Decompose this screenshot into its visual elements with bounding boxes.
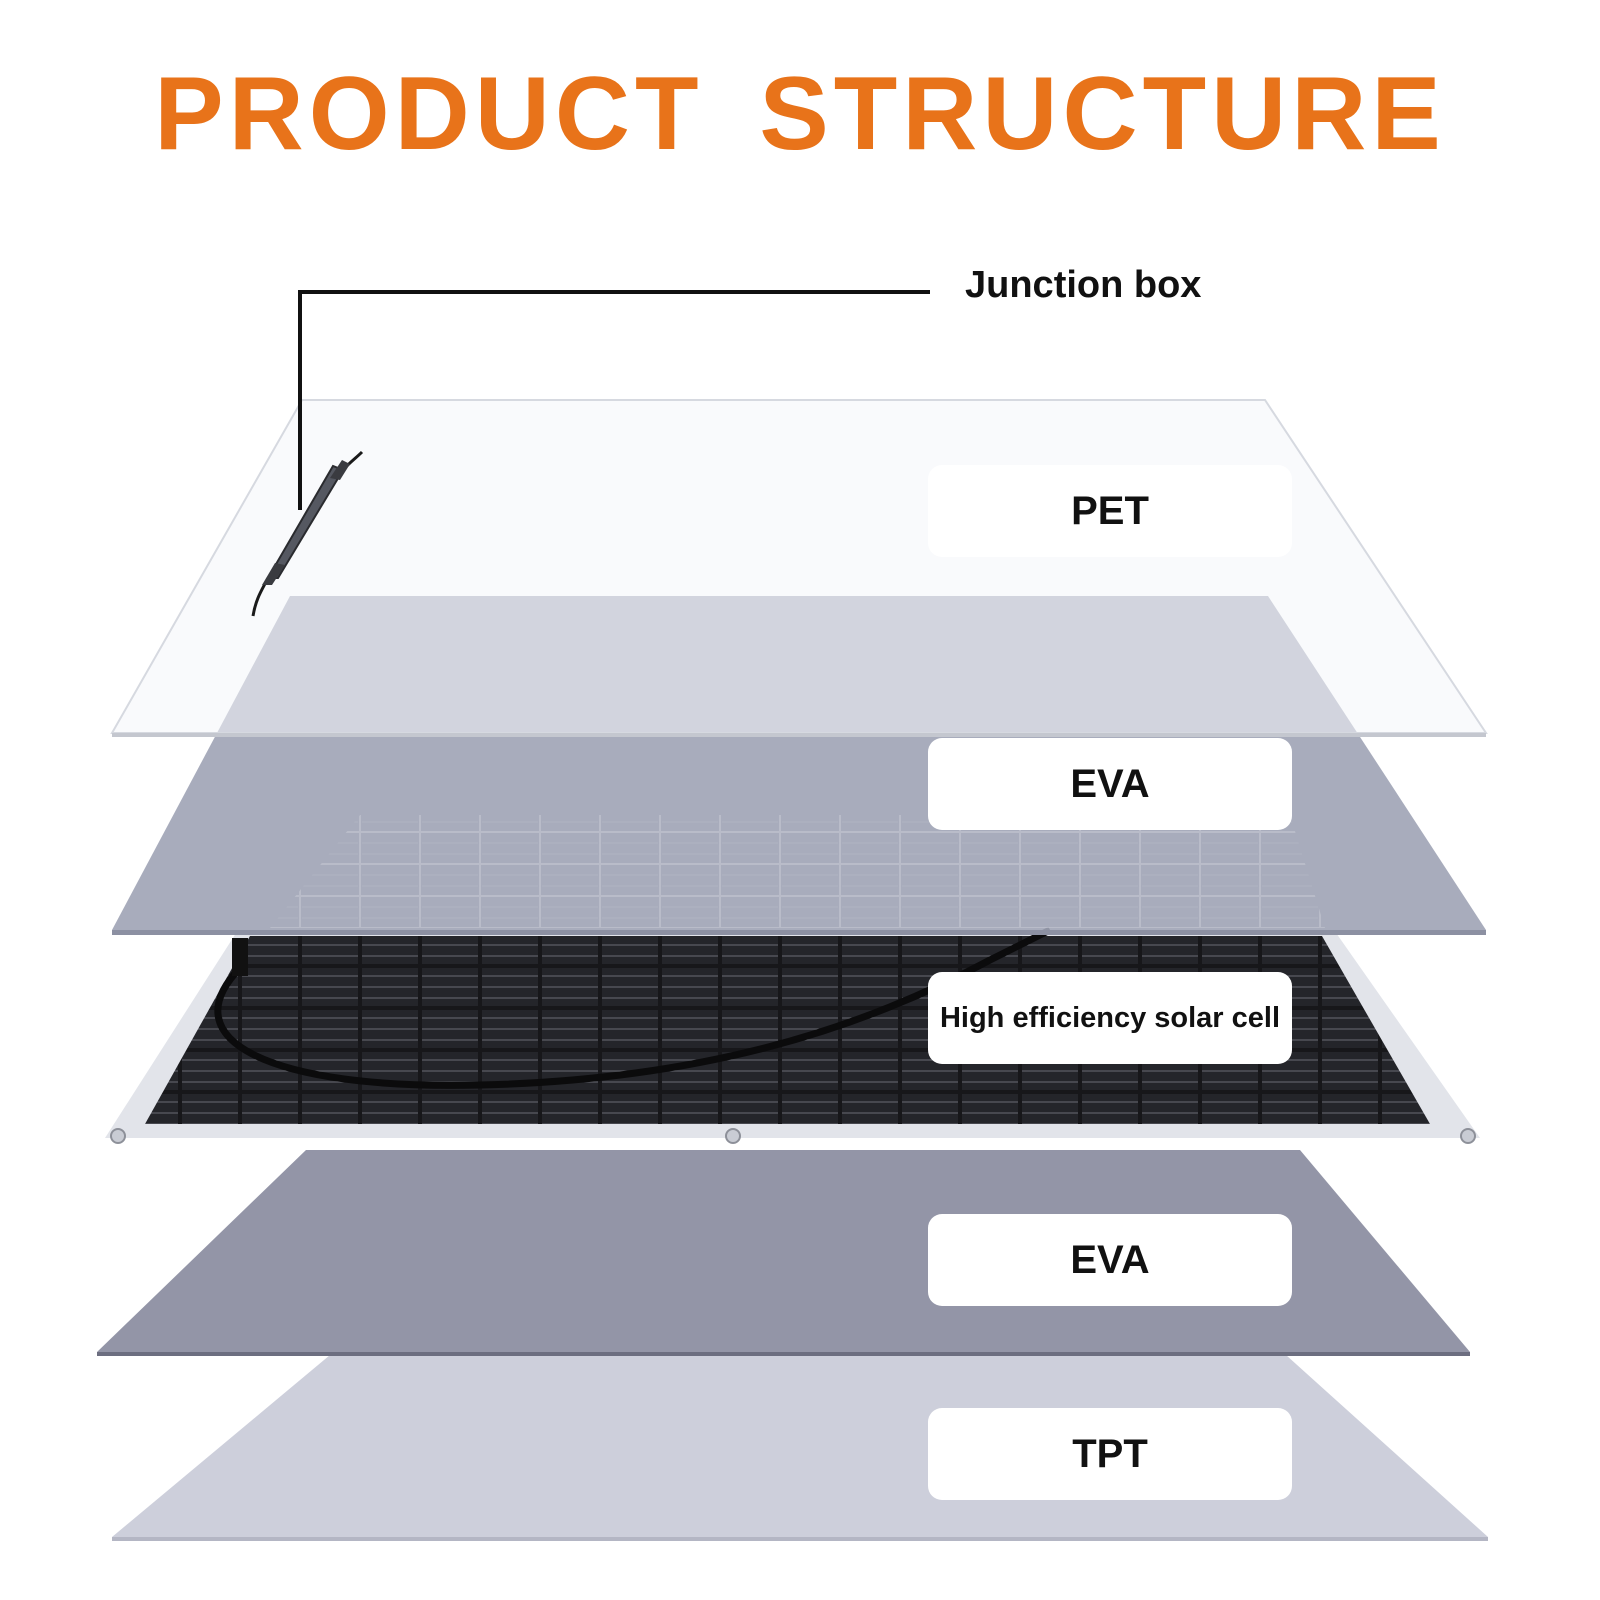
pet-sheet [110, 399, 1488, 734]
junction-box-icon [251, 450, 364, 617]
panel-cable [214, 926, 1052, 1089]
pet-label: PET [928, 465, 1292, 557]
tpt-label: TPT [928, 1408, 1292, 1500]
pet-layer [110, 399, 1488, 737]
page-title: PRODUCT STRUCTURE [154, 56, 1446, 172]
eva-bottom-label: EVA [928, 1214, 1292, 1306]
eva-top-label: EVA [928, 738, 1292, 830]
cell-pattern-through-eva [270, 815, 1325, 928]
solar-cell-label: High efficiency solar cell [928, 972, 1292, 1064]
junction-box-leader-line [298, 290, 930, 510]
junction-box-label: Junction box [965, 264, 1202, 306]
